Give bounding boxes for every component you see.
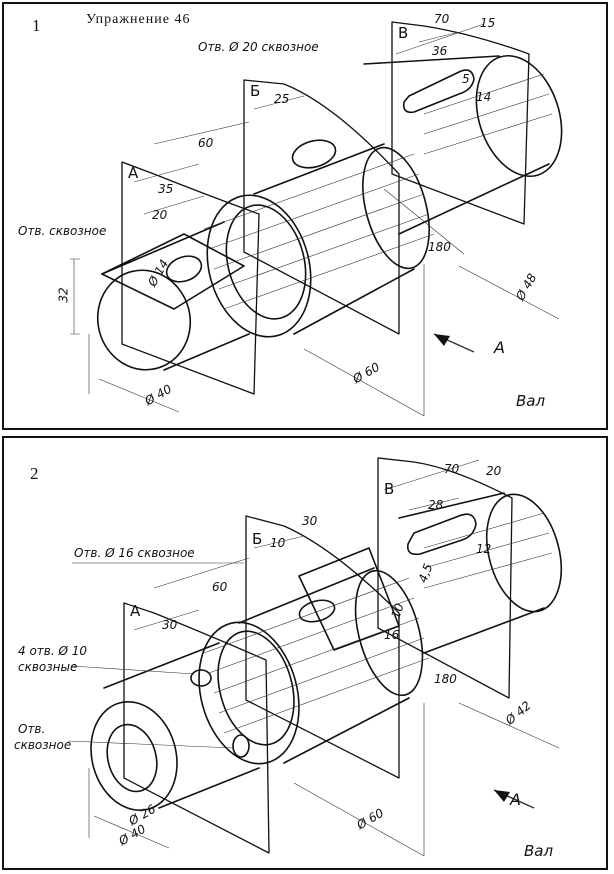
holes4-label-line2: сквозные [18, 660, 78, 674]
dim-60: 60 [198, 136, 214, 150]
dim-20: 20 [152, 208, 168, 222]
plane-b-label: Б [250, 82, 261, 100]
plane-a-label: А [128, 164, 139, 182]
dim-36: 36 [432, 44, 448, 58]
holes4-label-line1: 4 отв. Ø 10 [18, 644, 88, 658]
shaft-right-body [398, 492, 545, 654]
hole-top [298, 599, 336, 623]
collar-face-front [206, 194, 312, 338]
hole-left-label: Отв. сквозное [18, 224, 107, 238]
hole-label-line2: сквозное [14, 738, 72, 752]
dim-35: 35 [158, 182, 174, 196]
slot [406, 513, 477, 556]
shaft-left-end [96, 269, 192, 371]
slot [402, 69, 475, 114]
figure-1-number: 1 [32, 16, 41, 35]
shaft-right-body [363, 55, 550, 235]
hole-top [291, 139, 337, 169]
dim-20: 20 [486, 464, 502, 478]
dim-32: 32 [56, 287, 71, 303]
plane-v [391, 21, 530, 225]
plane-v-label: В [384, 480, 395, 498]
view-arrow-head [494, 790, 510, 802]
collar-back [362, 146, 430, 270]
dim-60: 60 [212, 580, 228, 594]
plane-v [377, 457, 513, 699]
plane-b-label: Б [252, 530, 263, 548]
plane-a [123, 602, 270, 854]
figure-2-drawing [67, 457, 563, 857]
plane-b [243, 79, 400, 335]
dim-14: 14 [476, 90, 492, 104]
plane-b [245, 515, 400, 779]
small-hole-1 [190, 669, 212, 687]
view-arrow-label: A [510, 790, 521, 809]
tube-end-outer [90, 700, 178, 812]
figure-1-drawing [70, 21, 563, 417]
dim-16: 16 [384, 628, 400, 642]
exercise-title: Упражнение 46 [86, 12, 191, 27]
hole-top-label: Отв. Ø 16 сквозное [74, 546, 195, 560]
hole-top-label: Отв. Ø 20 сквозное [198, 40, 319, 54]
figure-2-panel: 2 Отв. Ø 16 сквозное 4 отв. Ø 10 сквозны… [2, 436, 608, 870]
dim-15: 15 [480, 16, 496, 30]
view-arrow-head [434, 334, 450, 346]
figure-1-panel: 1 Упражнение 46 Отв. Ø 20 сквозное Отв. … [2, 2, 608, 430]
dim-70: 70 [444, 462, 460, 476]
plane-v-label: В [398, 24, 409, 42]
shaft-left-body [103, 642, 260, 809]
shaft-right-end [475, 54, 563, 178]
plane-a [121, 161, 260, 395]
dim-28: 28 [428, 498, 444, 512]
dim-25: 25 [274, 92, 290, 106]
dim-30a: 30 [162, 618, 178, 632]
dim-70: 70 [434, 12, 450, 26]
collar-face-inner [225, 204, 307, 320]
dim-10a: 10 [270, 536, 286, 550]
collar-body [253, 143, 415, 335]
plane-a-label: А [130, 602, 141, 620]
view-arrow-label: A [494, 338, 505, 357]
tube-end-inner [106, 723, 158, 793]
part-name: Вал [516, 392, 546, 410]
hole-left [165, 255, 203, 283]
dim-12: 12 [476, 542, 492, 556]
dim-5: 5 [462, 72, 470, 86]
dim-30b: 30 [302, 514, 318, 528]
collar-face-inner [217, 630, 295, 746]
dim-180: 180 [434, 672, 457, 686]
figure-2-number: 2 [30, 464, 39, 483]
small-hole-2 [232, 734, 250, 758]
collar-body [238, 567, 410, 764]
part-name: Вал [524, 842, 554, 860]
shaft-right-end [485, 493, 563, 613]
hole-label-line1: Отв. [18, 722, 46, 736]
flat-cut [101, 233, 245, 310]
dim-180: 180 [428, 240, 451, 254]
